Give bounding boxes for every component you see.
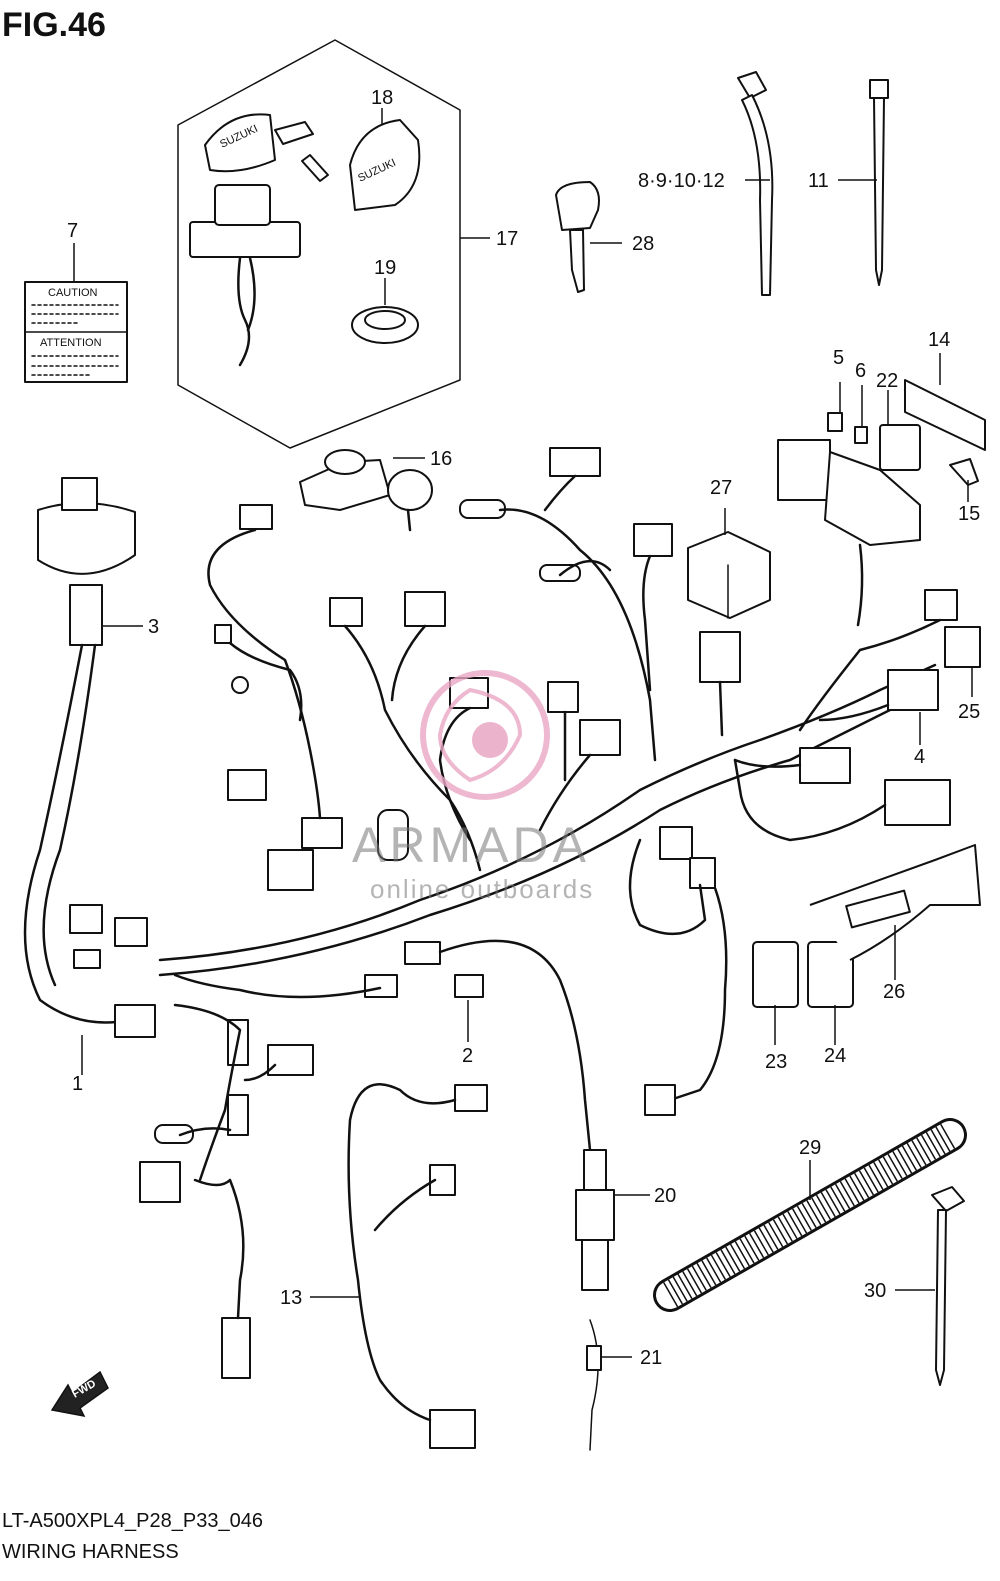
callout-3: 3	[148, 616, 159, 638]
watermark-brand: ARMADA	[352, 817, 590, 873]
callout-16: 16	[430, 448, 452, 470]
caution-label: CAUTION ATTENTION	[24, 281, 128, 383]
figure-title: FIG.46	[2, 6, 106, 44]
main-harness	[23, 447, 981, 1449]
spare-key	[555, 181, 600, 293]
callout-8-9-10-12: 8·9·10·12	[638, 170, 725, 192]
figure-caption: WIRING HARNESS	[2, 1541, 179, 1563]
watermark-tagline: online outboards	[370, 874, 594, 904]
callout-2: 2	[462, 1045, 473, 1067]
callout-13: 13	[280, 1287, 302, 1309]
relay-27	[687, 531, 771, 619]
forward-arrow: FWD	[50, 1370, 109, 1418]
callout-21: 21	[640, 1347, 662, 1369]
power-socket	[299, 449, 433, 532]
callout-4: 4	[914, 746, 925, 768]
caution-text: CAUTION	[48, 287, 98, 299]
callout-11: 11	[808, 170, 829, 192]
convoluted-tube	[653, 1118, 967, 1312]
clamp-tie	[931, 1186, 965, 1386]
callout-29: 29	[799, 1137, 821, 1159]
callout-24: 24	[824, 1045, 846, 1067]
callout-17: 17	[496, 228, 518, 250]
callout-14: 14	[928, 329, 950, 351]
callout-26: 26	[883, 981, 905, 1003]
fuse-box-group	[777, 379, 986, 627]
attention-text: ATTENTION	[40, 337, 102, 349]
callout-18: 18	[371, 87, 393, 109]
cable-ties	[737, 71, 889, 296]
callout-19: 19	[374, 257, 396, 279]
ignition-switch-group: SUZUKI SUZUKI	[177, 39, 461, 449]
oxygen-sensor	[575, 1149, 615, 1451]
model-code: LT-A500XPL4_P28_P33_046	[2, 1510, 263, 1532]
callout-6: 6	[855, 360, 866, 382]
callout-labels: 1 2 3 4 5 6 7 8·9·10·12 11 13 14 15 16 1…	[67, 87, 980, 1369]
callout-15: 15	[958, 503, 980, 525]
callout-1: 1	[72, 1073, 83, 1095]
callout-22: 22	[876, 370, 898, 392]
callout-25: 25	[958, 701, 980, 723]
callout-23: 23	[765, 1051, 787, 1073]
callout-30: 30	[864, 1280, 886, 1302]
watermark: ARMADA online outboards	[352, 670, 594, 904]
callout-27: 27	[710, 477, 732, 499]
callout-28: 28	[632, 233, 654, 255]
callout-20: 20	[654, 1185, 676, 1207]
callout-5: 5	[833, 347, 844, 369]
leader-lines	[73, 108, 973, 1358]
loose-parts-right	[752, 844, 981, 1008]
callout-7: 7	[67, 220, 78, 242]
